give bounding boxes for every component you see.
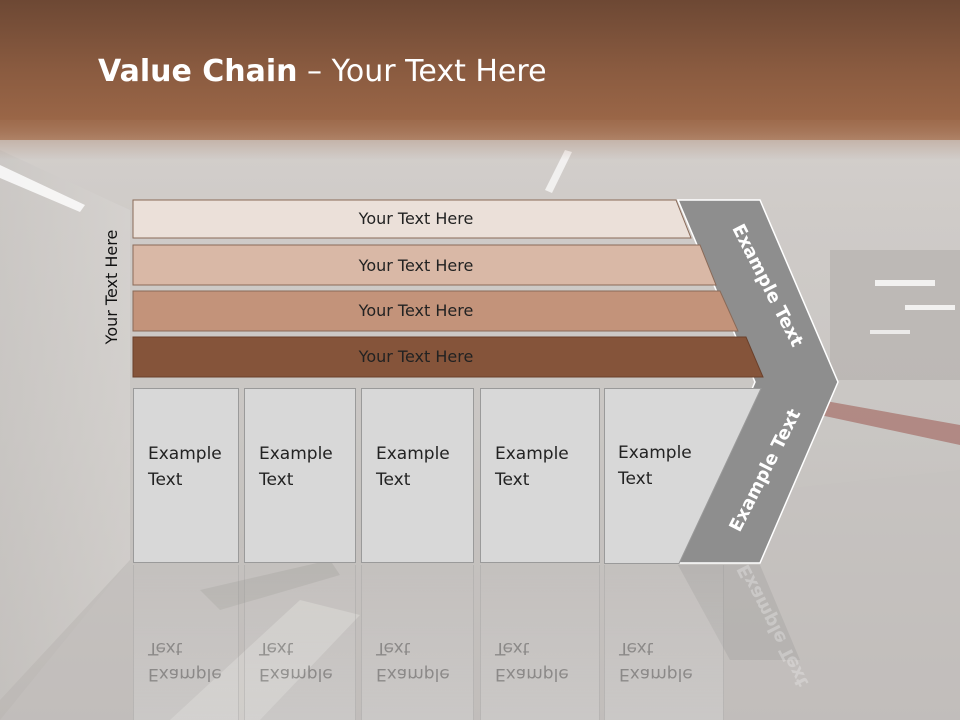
band-1-shape bbox=[132, 199, 692, 239]
band-2-label: Your Text Here bbox=[358, 256, 474, 275]
reflection-text: Example Text bbox=[259, 638, 333, 684]
title-rest: – Your Text Here bbox=[297, 54, 547, 89]
activity-box-5-label: Example Text bbox=[618, 443, 692, 489]
reflection-text: Example Text bbox=[619, 638, 693, 684]
reflection-surface: Example Text bbox=[133, 565, 239, 720]
activity-box-5-reflection: Example Text bbox=[604, 565, 724, 720]
reflection-surface: Example Text bbox=[244, 565, 356, 720]
band-4-shape bbox=[132, 336, 764, 378]
activity-box-2-reflection: Example Text bbox=[244, 565, 356, 720]
activity-box-5-shape bbox=[604, 388, 762, 564]
title-bold: Value Chain bbox=[98, 54, 298, 89]
band-1-label: Your Text Here bbox=[358, 209, 474, 228]
band-4-label: Your Text Here bbox=[358, 347, 474, 366]
slide-title: Value Chain – Your Text Here bbox=[98, 54, 547, 89]
activity-box-4-label: Example Text bbox=[495, 444, 569, 490]
reflection-surface: Example Text bbox=[480, 565, 600, 720]
chevron-reflection bbox=[678, 565, 800, 660]
activity-box-1-label: Example Text bbox=[148, 444, 222, 490]
reflection-text: Example Text bbox=[376, 638, 450, 684]
activity-box-1: Example Text bbox=[133, 388, 239, 563]
band-3-label: Your Text Here bbox=[358, 301, 474, 320]
activity-box-2: Example Text bbox=[244, 388, 356, 563]
reflection-text: Example Text bbox=[148, 638, 222, 684]
activity-box-1-reflection: Example Text bbox=[133, 565, 239, 720]
reflection-surface: Example Text bbox=[361, 565, 474, 720]
activity-box-4-reflection: Example Text bbox=[480, 565, 600, 720]
band-2-shape bbox=[132, 244, 717, 286]
reflection-surface: Example Text bbox=[604, 565, 724, 720]
activity-box-3-reflection: Example Text bbox=[361, 565, 474, 720]
reflection-text: Example Text bbox=[495, 638, 569, 684]
activity-box-2-label: Example Text bbox=[259, 444, 333, 490]
band-3-shape bbox=[132, 290, 739, 332]
activity-box-3: Example Text bbox=[361, 388, 474, 563]
activity-box-4: Example Text bbox=[480, 388, 600, 563]
header-fade bbox=[0, 120, 960, 160]
activity-box-5: Example Text bbox=[604, 388, 724, 563]
header-band bbox=[0, 0, 960, 140]
activity-box-3-label: Example Text bbox=[376, 444, 450, 490]
